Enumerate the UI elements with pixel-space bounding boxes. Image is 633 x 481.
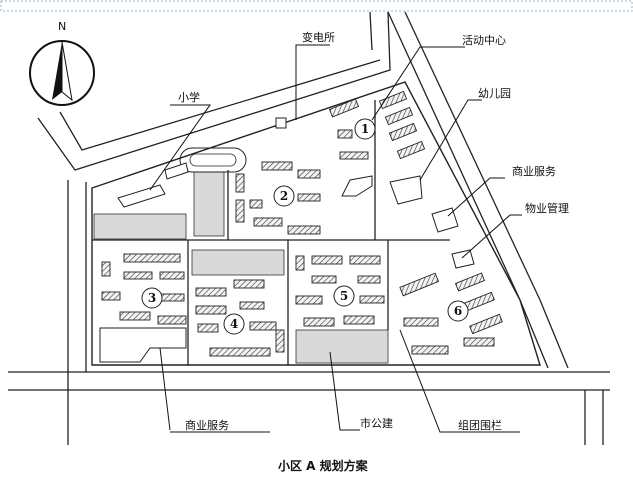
cluster-5-buildings xyxy=(295,255,385,327)
leader-lines xyxy=(149,44,522,433)
label-activity-center: 活动中心 xyxy=(462,34,506,47)
label-property-management: 物业管理 xyxy=(525,201,569,215)
north-label: N xyxy=(58,20,66,33)
label-commercial-service-bottom: 商业服务 xyxy=(185,418,229,432)
label-primary-school: 小学 xyxy=(178,90,200,104)
north-arrow-icon: N xyxy=(29,20,95,106)
cluster-6-buildings xyxy=(399,207,503,355)
cluster-4-buildings xyxy=(195,279,285,357)
label-kindergarten: 幼儿园 xyxy=(478,87,511,100)
label-commercial-service-right: 商业服务 xyxy=(512,164,556,178)
cluster-2-buildings xyxy=(235,161,321,235)
label-municipal-building: 市公建 xyxy=(360,416,393,430)
substation-building xyxy=(275,117,287,129)
cluster-6-number: 6 xyxy=(454,304,462,318)
cluster-3-number: 3 xyxy=(148,291,156,305)
cluster-1-buildings xyxy=(328,90,426,205)
cluster-3-buildings xyxy=(99,253,187,363)
screenshot-frame xyxy=(0,0,633,12)
road-network xyxy=(8,11,610,445)
cluster-markers: 1 2 3 4 5 6 xyxy=(141,118,469,335)
cluster-1-number: 1 xyxy=(361,122,369,136)
school-area xyxy=(117,147,247,208)
label-substation: 变电所 xyxy=(302,30,335,44)
figure-caption: 小区 A 规划方案 xyxy=(278,458,369,473)
cluster-4-number: 4 xyxy=(230,317,238,331)
land-parcels xyxy=(93,171,389,364)
cluster-2-number: 2 xyxy=(280,189,288,203)
label-cluster-fence: 组团围栏 xyxy=(458,418,502,432)
internal-roads xyxy=(92,100,450,365)
cluster-5-number: 5 xyxy=(340,289,348,303)
